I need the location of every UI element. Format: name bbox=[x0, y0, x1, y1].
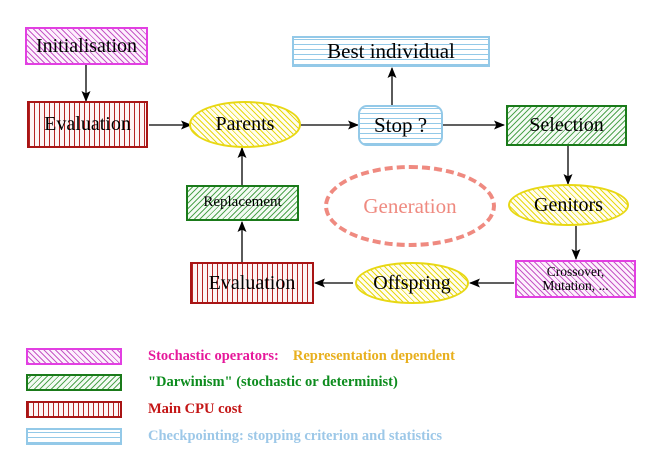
legend-label-stochastic-operators-text: Stochastic operators: bbox=[148, 348, 279, 364]
legend-row-stochastic-operators: Stochastic operators: Representation depe… bbox=[26, 348, 455, 365]
legend-label-checkpointing-wrap: Checkpointing: stopping criterion and st… bbox=[148, 428, 442, 445]
node-genitors[interactable]: Genitors bbox=[508, 184, 629, 226]
legend-label-darwinism-wrap: "Darwinism" (stochastic or determinist) bbox=[148, 374, 398, 391]
node-best-individual-label: Best individual bbox=[327, 38, 455, 63]
node-parents-label: Parents bbox=[215, 113, 275, 136]
node-evaluation-bottom[interactable]: Evaluation bbox=[190, 262, 314, 304]
node-stop-label: Stop ? bbox=[373, 112, 428, 137]
legend-swatch-blue-horizontal-hatch-icon bbox=[26, 428, 122, 445]
node-initialisation[interactable]: Initialisation bbox=[25, 27, 148, 65]
node-offspring-label: Offspring bbox=[373, 271, 451, 294]
node-replacement-label: Replacement bbox=[203, 194, 282, 211]
node-best-individual[interactable]: Best individual bbox=[292, 36, 490, 67]
legend-label-main-cpu-cost-wrap: Main CPU cost bbox=[148, 401, 242, 418]
node-generation: Generation bbox=[324, 165, 496, 247]
node-initialisation-label: Initialisation bbox=[35, 34, 138, 57]
node-offspring[interactable]: Offspring bbox=[355, 262, 469, 304]
node-replacement[interactable]: Replacement bbox=[186, 185, 299, 221]
node-genitors-label: Genitors bbox=[534, 193, 603, 216]
legend-swatch-red-vertical-hatch-icon bbox=[26, 401, 122, 418]
legend-row-main-cpu-cost: Main CPU cost bbox=[26, 401, 242, 418]
node-parents[interactable]: Parents bbox=[189, 101, 301, 148]
node-evaluation-top-label: Evaluation bbox=[44, 113, 131, 136]
node-crossover-mutation-label-line1: Crossover, bbox=[546, 263, 605, 279]
legend-label-checkpointing: Checkpointing: stopping criterion and st… bbox=[148, 428, 443, 444]
legend-swatch-magenta-diagonal-hatch-icon bbox=[26, 348, 122, 365]
node-selection[interactable]: Selection bbox=[506, 105, 627, 146]
node-evaluation-bottom-label: Evaluation bbox=[208, 271, 296, 294]
node-crossover-mutation-label-line2: Mutation, ... bbox=[542, 278, 609, 293]
node-selection-label: Selection bbox=[529, 114, 604, 137]
legend-label-representation-dependent: Representation dependent bbox=[292, 348, 455, 364]
node-evaluation-top[interactable]: Evaluation bbox=[27, 101, 148, 148]
node-crossover-mutation[interactable]: Crossover, Mutation, ... bbox=[515, 260, 636, 298]
legend-label-main-cpu-cost: Main CPU cost bbox=[148, 401, 243, 417]
node-generation-label: Generation bbox=[363, 193, 457, 218]
legend-swatch-green-diagonal-hatch-icon bbox=[26, 374, 122, 391]
node-stop[interactable]: Stop ? bbox=[358, 105, 443, 146]
legend-label-stochastic-operators: Stochastic operators: Representation depe… bbox=[148, 348, 455, 365]
legend-label-darwinism: "Darwinism" (stochastic or determinist) bbox=[148, 374, 398, 390]
legend-row-darwinism: "Darwinism" (stochastic or determinist) bbox=[26, 374, 398, 391]
legend-row-checkpointing: Checkpointing: stopping criterion and st… bbox=[26, 428, 442, 445]
